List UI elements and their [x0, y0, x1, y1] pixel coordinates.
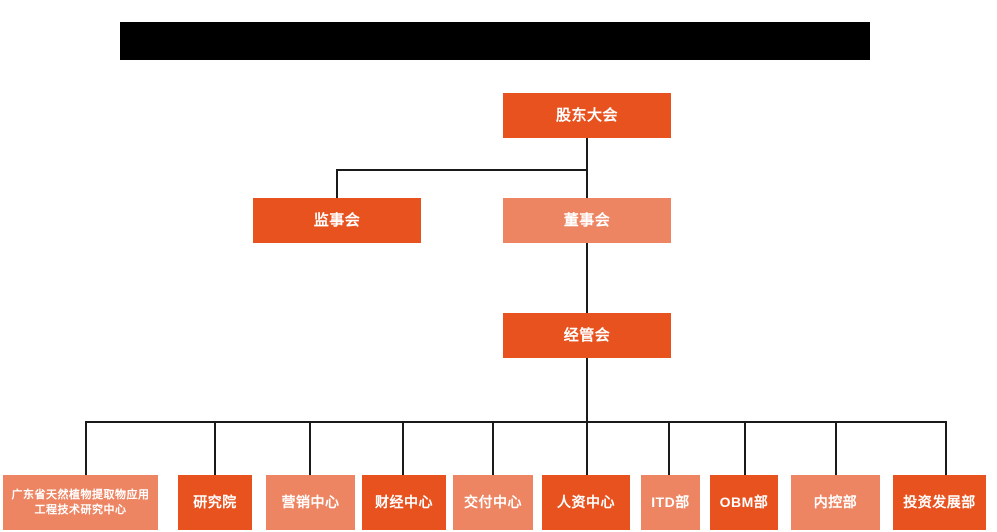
connector-drop-6 [586, 421, 588, 475]
connector-departments-bus [85, 421, 946, 423]
node-department-delivery-center-label: 交付中心 [464, 493, 522, 510]
node-department-obm[interactable]: OBM部 [710, 475, 778, 530]
connector-directors-management [586, 243, 588, 314]
node-department-institute[interactable]: 研究院 [178, 475, 252, 530]
connector-management-down [586, 358, 588, 422]
node-management-committee-label: 经管会 [563, 326, 611, 344]
connector-drop-3 [309, 421, 311, 475]
node-department-finance-center[interactable]: 财经中心 [362, 475, 446, 530]
connector-drop-8 [744, 421, 746, 475]
node-department-hr-center[interactable]: 人资中心 [542, 475, 630, 530]
connector-shareholders-down [586, 138, 588, 170]
node-shareholders-meeting[interactable]: 股东大会 [503, 93, 671, 138]
node-shareholders-meeting-label: 股东大会 [555, 106, 618, 124]
node-department-internal-control-label: 内控部 [813, 493, 858, 510]
connector-drop-5 [492, 421, 494, 475]
connector-drop-2 [214, 421, 216, 475]
node-department-marketing-center[interactable]: 营销中心 [266, 475, 355, 530]
connector-directors-drop [586, 169, 588, 199]
connector-level2-bus [336, 169, 588, 171]
node-department-research-center-label: 广东省天然植物提取物应用工程技术研究中心 [11, 488, 150, 516]
node-department-itd[interactable]: ITD部 [641, 475, 700, 530]
node-department-hr-center-label: 人资中心 [557, 493, 615, 510]
node-department-investment-development-label: 投资发展部 [903, 493, 976, 510]
node-department-investment-development[interactable]: 投资发展部 [893, 475, 986, 530]
connector-drop-10 [945, 421, 947, 475]
node-department-obm-label: OBM部 [719, 493, 769, 510]
connector-supervisors-drop [336, 169, 338, 199]
title-bar [120, 22, 870, 60]
connector-drop-1 [85, 421, 87, 475]
node-board-of-supervisors[interactable]: 监事会 [253, 198, 421, 243]
node-management-committee[interactable]: 经管会 [503, 313, 671, 358]
node-board-of-directors[interactable]: 董事会 [503, 198, 671, 243]
connector-drop-9 [835, 421, 837, 475]
node-board-of-supervisors-label: 监事会 [313, 211, 361, 229]
connector-drop-4 [402, 421, 404, 475]
connector-drop-7 [668, 421, 670, 475]
node-board-of-directors-label: 董事会 [563, 211, 611, 229]
node-department-institute-label: 研究院 [193, 493, 237, 510]
node-department-finance-center-label: 财经中心 [375, 493, 433, 510]
node-department-internal-control[interactable]: 内控部 [791, 475, 880, 530]
node-department-marketing-center-label: 营销中心 [281, 493, 340, 510]
node-department-itd-label: ITD部 [651, 493, 690, 510]
node-department-research-center[interactable]: 广东省天然植物提取物应用工程技术研究中心 [3, 475, 158, 530]
node-department-delivery-center[interactable]: 交付中心 [453, 475, 533, 530]
